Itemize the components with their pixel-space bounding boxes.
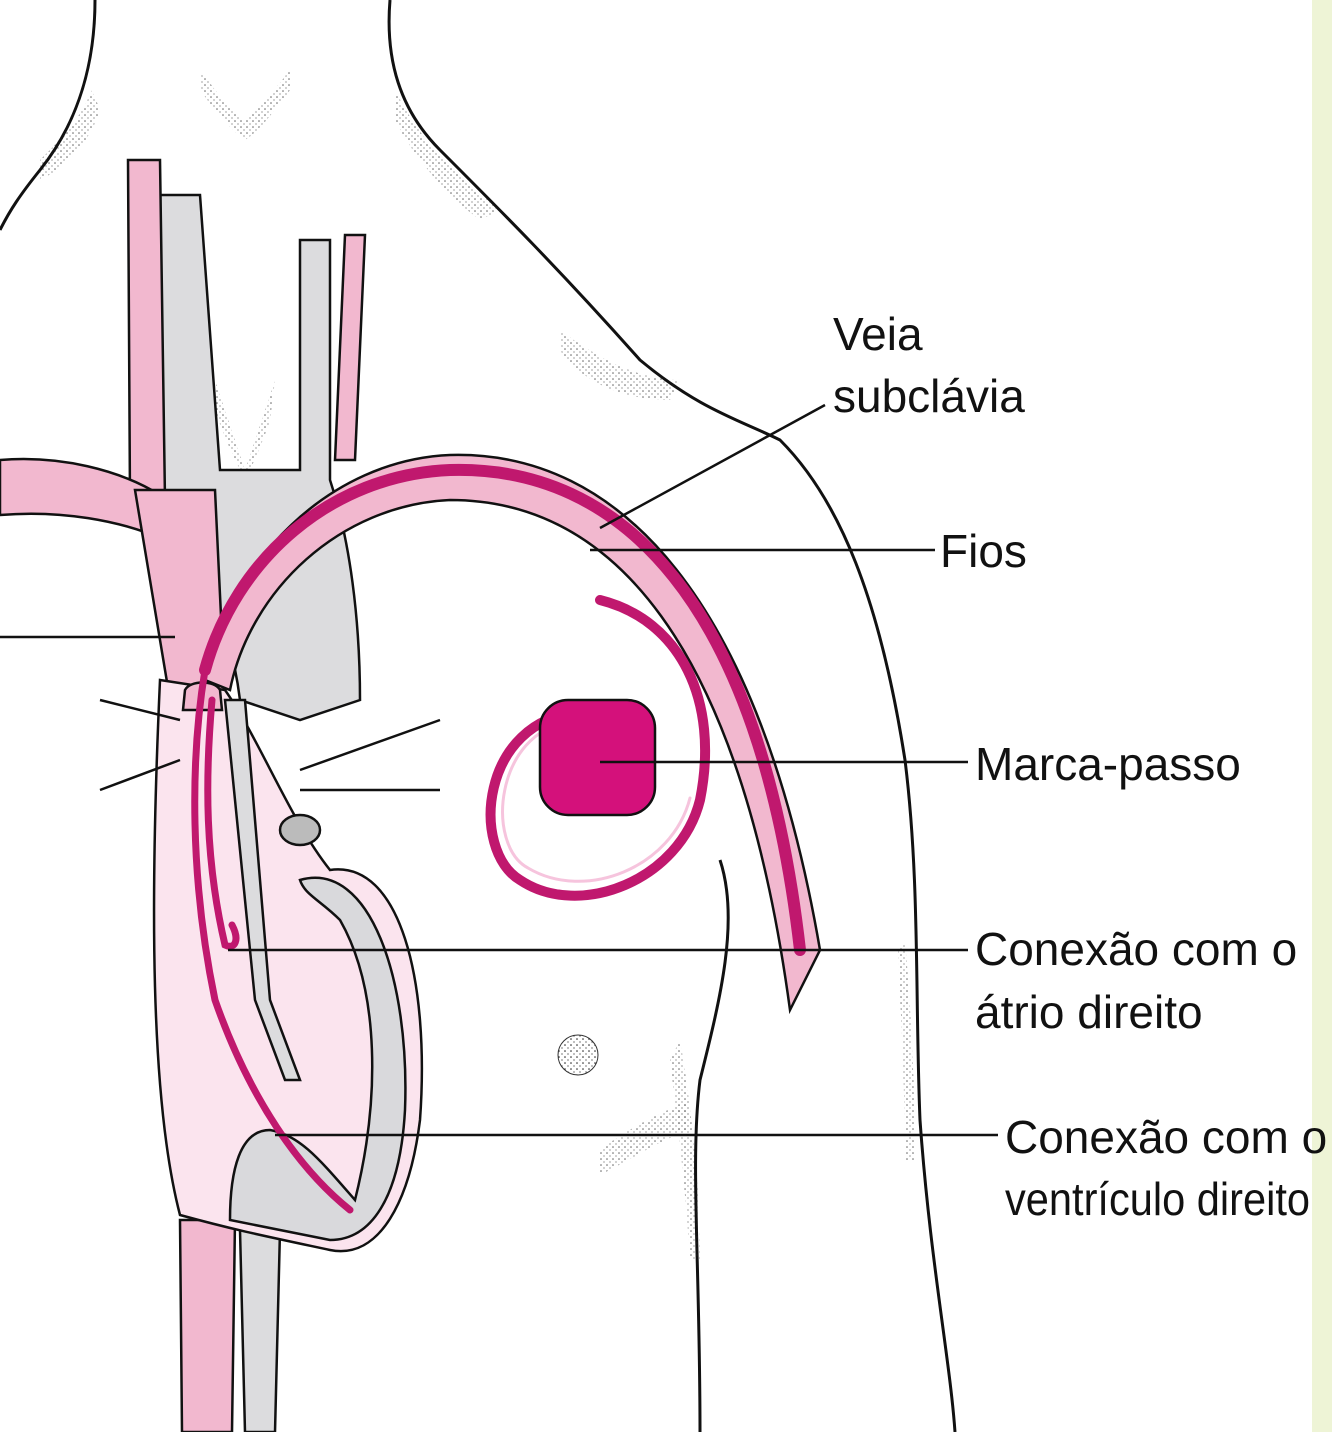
heart-shape [100, 680, 440, 1251]
label-marca-passo: Marca-passo [975, 738, 1241, 790]
label-fios: Fios [940, 525, 1027, 577]
label-atrio-line1: Conexão com o [975, 923, 1297, 975]
pacemaker-device [540, 700, 655, 815]
label-atrio-line2: átrio direito [975, 986, 1203, 1038]
label-ventriculo-line1: Conexão com o [1005, 1111, 1327, 1163]
label-ventriculo-line2: ventrículo direito [1005, 1173, 1310, 1225]
nipple-shape [558, 1035, 598, 1075]
side-strip [1312, 0, 1332, 1432]
label-veia-line1: Veia [833, 308, 923, 360]
label-veia-line2: subclávia [833, 370, 1025, 422]
